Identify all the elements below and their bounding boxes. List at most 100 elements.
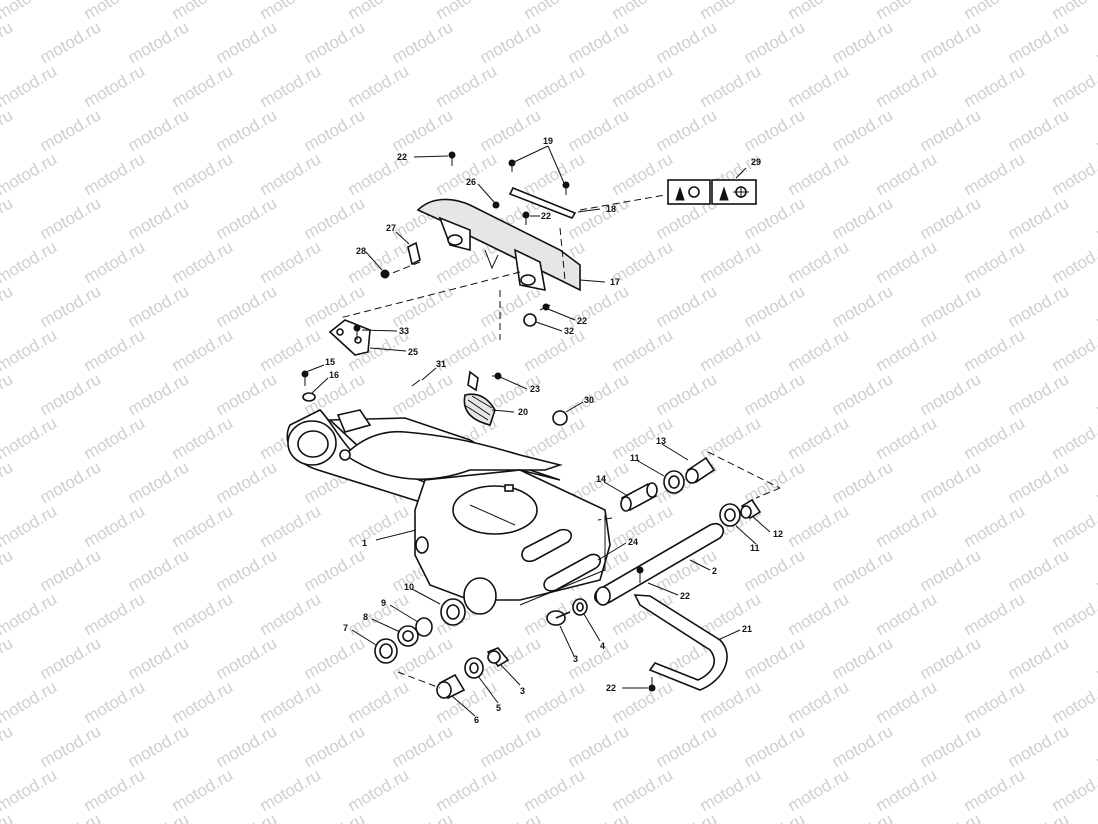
watermark-text: motod.ru — [257, 149, 325, 199]
watermark-text: motod.ru — [37, 369, 105, 419]
watermark-text: motod.ru — [961, 61, 1029, 111]
pivot-shaft — [594, 522, 725, 606]
watermark-text: motod.ru — [697, 237, 765, 287]
watermark-text: motod.ru — [169, 765, 237, 815]
watermark-text: motod.ru — [609, 149, 677, 199]
watermark-text: motod.ru — [1093, 633, 1098, 683]
watermark-text: motod.ru — [961, 501, 1029, 551]
watermark-text: motod.ru — [37, 457, 105, 507]
label-22a: 22 — [397, 152, 407, 162]
watermark-text: motod.ru — [917, 545, 985, 595]
watermark-text: motod.ru — [257, 325, 325, 375]
watermark-text: motod.ru — [829, 105, 897, 155]
watermark-text: motod.ru — [389, 17, 457, 67]
watermark-text: motod.ru — [0, 149, 60, 199]
watermark-text: motod.ru — [0, 721, 16, 771]
watermark-text: motod.ru — [521, 325, 589, 375]
watermark-text: motod.ru — [873, 237, 941, 287]
watermark-text: motod.ru — [1005, 721, 1073, 771]
watermark-text: motod.ru — [1005, 545, 1073, 595]
bracket-plate — [328, 319, 371, 356]
watermark-text: motod.ru — [961, 237, 1029, 287]
watermark-text: motod.ru — [0, 677, 60, 727]
label-27: 27 — [386, 223, 396, 233]
watermark-text: motod.ru — [917, 369, 985, 419]
label-5: 5 — [496, 703, 501, 713]
watermark-text: motod.ru — [785, 149, 853, 199]
watermark-text: motod.ru — [1093, 545, 1098, 595]
watermark-text: motod.ru — [345, 765, 413, 815]
label-22c: 22 — [577, 316, 587, 326]
watermark-text: motod.ru — [609, 677, 677, 727]
label-22e: 22 — [606, 683, 616, 693]
watermark-text: motod.ru — [917, 633, 985, 683]
watermark-text: motod.ru — [81, 677, 149, 727]
watermark-text: motod.ru — [477, 17, 545, 67]
watermark-text: motod.ru — [873, 413, 941, 463]
label-8: 8 — [363, 612, 368, 622]
label-14: 14 — [596, 474, 606, 484]
watermark-text: motod.ru — [1093, 721, 1098, 771]
watermark-text: motod.ru — [169, 501, 237, 551]
watermark-text: motod.ru — [1049, 413, 1098, 463]
watermark-text: motod.ru — [917, 105, 985, 155]
watermark-text: motod.ru — [961, 677, 1029, 727]
callout-labels: 1 2 3 3 4 5 6 7 8 9 10 11 11 12 13 14 15… — [325, 136, 783, 725]
watermark-text: motod.ru — [257, 501, 325, 551]
watermark-text: motod.ru — [37, 545, 105, 595]
watermark-text: motod.ru — [521, 765, 589, 815]
watermark-text: motod.ru — [477, 633, 545, 683]
watermark-text: motod.ru — [521, 61, 589, 111]
seal-ring — [543, 553, 602, 592]
watermark-text: motod.ru — [213, 193, 281, 243]
watermark-text: motod.ru — [477, 721, 545, 771]
watermark-text: motod.ru — [81, 501, 149, 551]
watermark-text: motod.ru — [301, 17, 369, 67]
watermark-text: motod.ru — [565, 281, 633, 331]
label-9: 9 — [381, 598, 386, 608]
watermark-text: motod.ru — [125, 17, 193, 67]
watermark-text: motod.ru — [389, 809, 457, 824]
label-22b: 22 — [541, 211, 551, 221]
watermark-text: motod.ru — [81, 149, 149, 199]
watermark-text: motod.ru — [37, 633, 105, 683]
watermark-text: motod.ru — [345, 501, 413, 551]
watermark-text: motod.ru — [917, 457, 985, 507]
watermark-text: motod.ru — [0, 105, 16, 155]
watermark-text: motod.ru — [169, 677, 237, 727]
watermark-text: motod.ru — [961, 589, 1029, 639]
watermark-text: motod.ru — [433, 61, 501, 111]
watermark-text: motod.ru — [125, 457, 193, 507]
watermark-text: motod.ru — [169, 149, 237, 199]
watermark-text: motod.ru — [565, 105, 633, 155]
watermark-text: motod.ru — [433, 765, 501, 815]
watermark-text: motod.ru — [741, 369, 809, 419]
watermark-text: motod.ru — [0, 61, 60, 111]
watermark-text: motod.ru — [213, 633, 281, 683]
watermark-text: motod.ru — [169, 413, 237, 463]
watermark-text: motod.ru — [829, 809, 897, 824]
watermark-text: motod.ru — [257, 677, 325, 727]
watermark-text: motod.ru — [301, 281, 369, 331]
watermark-text: motod.ru — [697, 61, 765, 111]
watermark-text: motod.ru — [1049, 149, 1098, 199]
watermark-text: motod.ru — [301, 105, 369, 155]
watermark-text: motod.ru — [741, 809, 809, 824]
watermark-text: motod.ru — [37, 193, 105, 243]
watermark-text: motod.ru — [81, 325, 149, 375]
watermark-text: motod.ru — [829, 17, 897, 67]
watermark-text: motod.ru — [37, 105, 105, 155]
watermark-text: motod.ru — [829, 633, 897, 683]
watermark-text: motod.ru — [961, 765, 1029, 815]
label-17: 17 — [610, 277, 620, 287]
watermark-text: motod.ru — [521, 677, 589, 727]
watermark-text: motod.ru — [257, 589, 325, 639]
label-11b: 11 — [750, 543, 760, 553]
watermark-text: motod.ru — [961, 325, 1029, 375]
watermark-text: motod.ru — [389, 369, 457, 419]
watermark-text: motod.ru — [829, 193, 897, 243]
watermark-text: motod.ru — [829, 281, 897, 331]
watermark-text: motod.ru — [917, 721, 985, 771]
